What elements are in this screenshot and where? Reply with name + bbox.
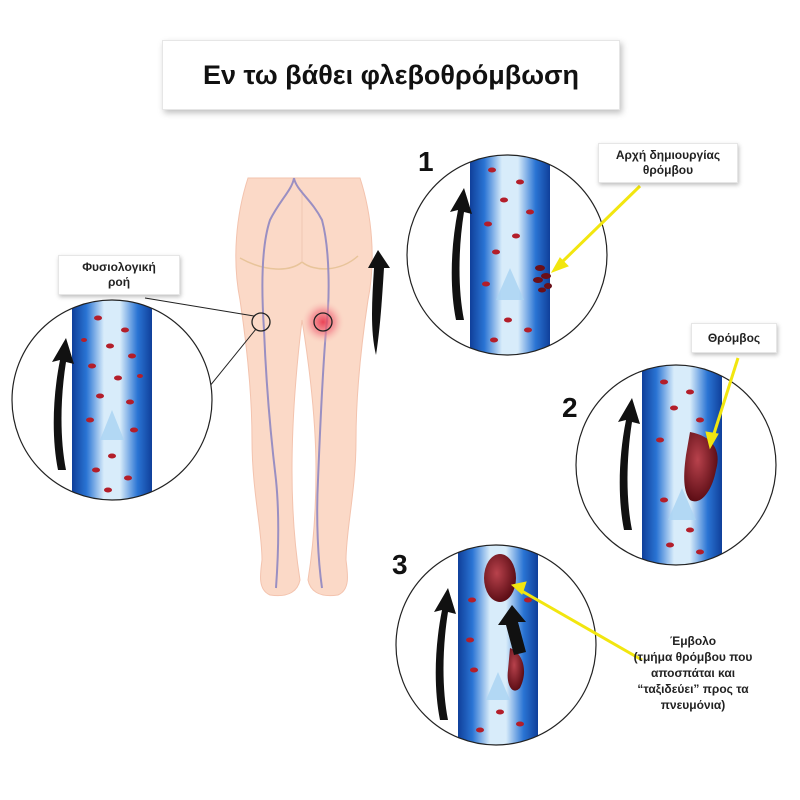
step-number-3: 3: [392, 549, 408, 580]
normal-flow-label: Φυσιολογική ροή: [58, 255, 180, 295]
step3-label: Έμβολο (τμήμα θρόμβου που αποσπάται και …: [618, 633, 768, 713]
embolus-direction-arrow-icon: [498, 605, 526, 655]
step3-circle: [396, 545, 596, 745]
step2-label: Θρόμβος: [691, 323, 777, 353]
step3-label-line2: (τμήμα θρόμβου που: [633, 650, 753, 664]
legs-figure: [144, 177, 373, 597]
pointer-arrows: [510, 184, 740, 662]
step1-circle: [407, 155, 607, 355]
step3-label-line5: πνευμόνια): [660, 698, 726, 712]
step-number-2: 2: [562, 392, 578, 423]
flow-arrow-icon: [450, 188, 472, 320]
step3-label-line3: αποσπάται και: [650, 666, 736, 680]
step3-label-line4: “ταξιδεύει” προς τα: [637, 682, 749, 696]
flow-arrow-icon: [618, 398, 640, 530]
step1-label-line2: θρόμβου: [642, 163, 694, 177]
flow-arrow-icon: [52, 338, 74, 470]
step1-label-line1: Αρχή δημιουργίας: [615, 148, 721, 162]
step-number-1: 1: [418, 146, 434, 177]
normal-flow-label-line1: Φυσιολογική: [82, 260, 156, 274]
diagram-title: Εν τω βάθει φλεβοθρόμβωση: [162, 40, 620, 110]
step1-label: Αρχή δημιουργίας θρόμβου: [598, 143, 738, 183]
normal-flow-circle: [12, 300, 212, 500]
step3-label-line1: Έμβολο: [669, 634, 717, 648]
flow-direction-arrow-icon: [368, 250, 390, 355]
step2-circle: [576, 365, 776, 565]
flow-arrow-icon: [434, 588, 456, 720]
normal-flow-label-line2: ροή: [107, 275, 131, 289]
